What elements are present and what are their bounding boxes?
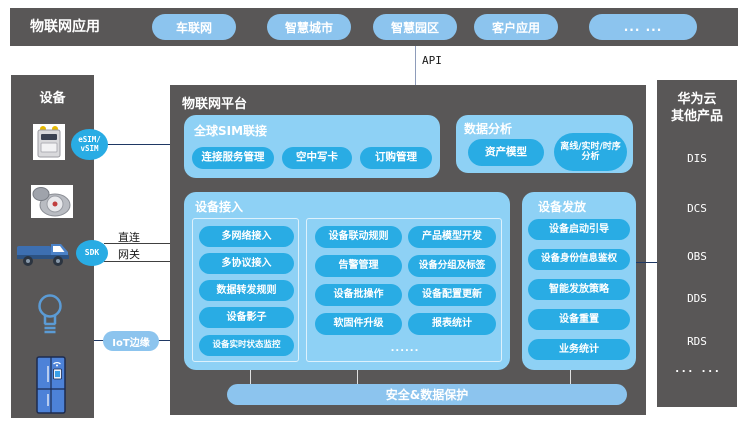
- device-access-section: 设备接入 多网络接入 多协议接入 数据转发规则 设备影子 设备实时状态监控 设备…: [184, 192, 510, 370]
- app-pill-smart-city: 智慧城市: [267, 14, 351, 40]
- pill-data-forwarding-rules: 数据转发规则: [199, 280, 294, 301]
- gas-meter-icon: [33, 124, 65, 160]
- provision-cloud-connector-line: [636, 262, 657, 263]
- pill-offline-realtime-timeseries: 离线/实时/时序分析: [554, 133, 627, 171]
- iot-platform-title: 物联网平台: [182, 97, 248, 112]
- cloud-item-dcs: DCS: [687, 202, 707, 215]
- cloud-item-dds: DDS: [687, 292, 707, 305]
- pill-alarm-mgmt: 告警管理: [315, 255, 402, 277]
- esim-badge: eSIM/ vSIM: [71, 129, 108, 160]
- pill-device-identity-auth: 设备身份信息鉴权: [528, 249, 630, 270]
- huawei-cloud-panel: 华为云 其他产品 DIS DCS OBS DDS RDS ... ...: [657, 80, 737, 407]
- app-pill-customer-app: 客户应用: [474, 14, 558, 40]
- pill-device-realtime-status: 设备实时状态监控: [199, 335, 294, 356]
- water-meter-icon: [31, 185, 73, 218]
- gateway-line: [104, 261, 184, 262]
- pill-order-mgmt: 订购管理: [360, 147, 432, 169]
- direct-connect-label: 直连: [118, 231, 140, 244]
- data-analytics-section-title: 数据分析: [464, 122, 513, 136]
- pill-device-config-update: 设备配置更新: [408, 284, 496, 306]
- pill-report-statistics: 报表统计: [408, 313, 496, 335]
- pill-device-batch-operations: 设备批操作: [315, 284, 402, 306]
- security-connector-line-1: [250, 370, 251, 384]
- data-analytics-section: 数据分析 资产模型 离线/实时/时序分析: [456, 115, 633, 173]
- app-pill-more: ... ...: [589, 14, 697, 40]
- devices-panel-title: 设备: [39, 91, 66, 106]
- pill-connection-service-mgmt: 连接服务管理: [192, 147, 274, 169]
- light-bulb-icon: [38, 294, 62, 334]
- sdk-badge: SDK: [76, 240, 108, 266]
- api-label: API: [422, 54, 442, 67]
- global-sim-section-title: 全球SIM联接: [194, 124, 268, 138]
- pill-ota-card-writing: 空中写卡: [282, 147, 352, 169]
- iot-applications-title: 物联网应用: [30, 19, 100, 35]
- cloud-title-line1: 华为云: [677, 92, 717, 107]
- pill-device-linkage-rules: 设备联动规则: [315, 226, 402, 248]
- global-sim-section: 全球SIM联接 连接服务管理 空中写卡 订购管理: [184, 115, 440, 178]
- pill-device-group-tags: 设备分组及标签: [408, 255, 496, 277]
- pill-asset-model: 资产模型: [468, 139, 544, 166]
- pill-smart-provision-policy: 智能发放策略: [528, 279, 630, 300]
- pill-device-reset: 设备重置: [528, 309, 630, 330]
- iot-platform-panel: 物联网平台 全球SIM联接 连接服务管理 空中写卡 订购管理 数据分析 资产模型…: [170, 85, 646, 415]
- device-provisioning-section-title: 设备发放: [538, 200, 587, 214]
- pill-firmware-upgrade: 软固件升级: [315, 313, 402, 335]
- huawei-cloud-panel-title: 华为云 其他产品: [657, 92, 737, 126]
- sdk-label: SDK: [84, 248, 100, 258]
- app-pill-smart-campus: 智慧园区: [373, 14, 457, 40]
- cloud-item-rds: RDS: [687, 335, 707, 348]
- cloud-item-more: ... ...: [673, 362, 721, 375]
- gateway-label: 网关: [118, 248, 140, 261]
- esim-label-line1: eSIM/: [78, 134, 101, 144]
- iot-edge-badge: IoT边缘: [103, 331, 159, 351]
- iot-applications-bar: 物联网应用 车联网 智慧城市 智慧园区 客户应用 ... ...: [10, 8, 738, 46]
- device-access-section-title: 设备接入: [195, 200, 244, 214]
- cloud-item-dis: DIS: [687, 152, 707, 165]
- device-access-more-label: ......: [390, 342, 420, 354]
- esim-connector-line: [106, 144, 184, 145]
- cloud-title-line2: 其他产品: [670, 108, 723, 124]
- cloud-item-obs: OBS: [687, 250, 707, 263]
- device-provisioning-section: 设备发放 设备启动引导 设备身份信息鉴权 智能发放策略 设备重置 业务统计: [522, 192, 636, 370]
- app-pill-vehicle-network: 车联网: [152, 14, 236, 40]
- pill-multi-network-access: 多网络接入: [199, 226, 294, 247]
- smart-fridge-icon: [36, 356, 66, 414]
- security-connector-line-3: [570, 370, 571, 384]
- security-connector-line-2: [357, 370, 358, 384]
- pill-device-shadow: 设备影子: [199, 307, 294, 328]
- device-access-group2: 设备联动规则 告警管理 设备批操作 软固件升级 产品模型开发 设备分组及标签 设…: [306, 218, 502, 362]
- api-connector-line: [415, 46, 416, 85]
- pill-multi-protocol-access: 多协议接入: [199, 253, 294, 274]
- device-access-group1: 多网络接入 多协议接入 数据转发规则 设备影子 设备实时状态监控: [192, 218, 299, 362]
- pill-business-statistics: 业务统计: [528, 339, 630, 360]
- esim-label-line2: vSIM: [80, 143, 99, 153]
- pill-device-bootstrap: 设备启动引导: [528, 219, 630, 240]
- truck-icon: [17, 244, 69, 266]
- security-data-protection-bar: 安全&数据保护: [227, 384, 627, 405]
- direct-connect-line: [104, 243, 184, 244]
- pill-product-model-dev: 产品模型开发: [408, 226, 496, 248]
